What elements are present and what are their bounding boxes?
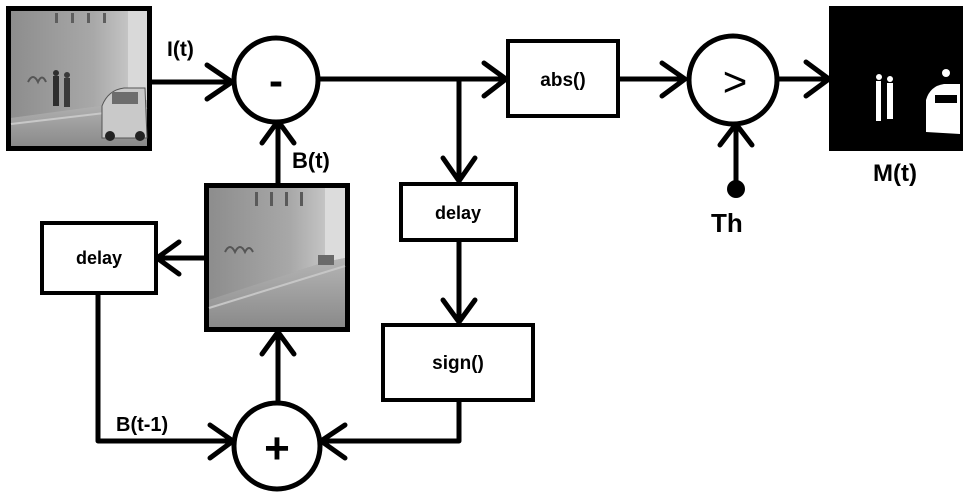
- compare-symbol: >: [723, 58, 748, 105]
- edge-delay-to-add: [95, 290, 235, 444]
- edge-sign-to-add: [319, 398, 462, 444]
- subtract-symbol: -: [269, 57, 283, 104]
- threshold-dot: [727, 180, 745, 198]
- input-label: I(t): [167, 38, 194, 61]
- delay-block-right: delay: [399, 182, 518, 242]
- background-label: B(t): [292, 148, 330, 173]
- arrowhead-compare-input: [659, 60, 688, 99]
- delay-right-label: delay: [435, 203, 481, 223]
- abs-block: abs(): [506, 39, 620, 118]
- input-frame-image: [6, 6, 152, 151]
- add-symbol: +: [264, 424, 290, 473]
- background-frame-image: [204, 183, 350, 332]
- output-label: M(t): [873, 160, 917, 187]
- sign-label: sign(): [432, 353, 484, 374]
- output-mask-image: [829, 6, 963, 151]
- arrowhead-sign-input: [440, 297, 478, 325]
- delay-block-left: delay: [40, 221, 158, 295]
- threshold-label: Th: [711, 208, 743, 238]
- sign-block: sign(): [381, 323, 535, 402]
- arrowhead-delay-right-input: [440, 155, 478, 184]
- subtract-node: -: [231, 35, 321, 125]
- abs-label: abs(): [540, 70, 585, 91]
- add-node: +: [231, 400, 323, 492]
- background-prev-label: B(t-1): [116, 414, 168, 436]
- delay-left-label: delay: [76, 248, 122, 268]
- compare-node: >: [686, 33, 780, 127]
